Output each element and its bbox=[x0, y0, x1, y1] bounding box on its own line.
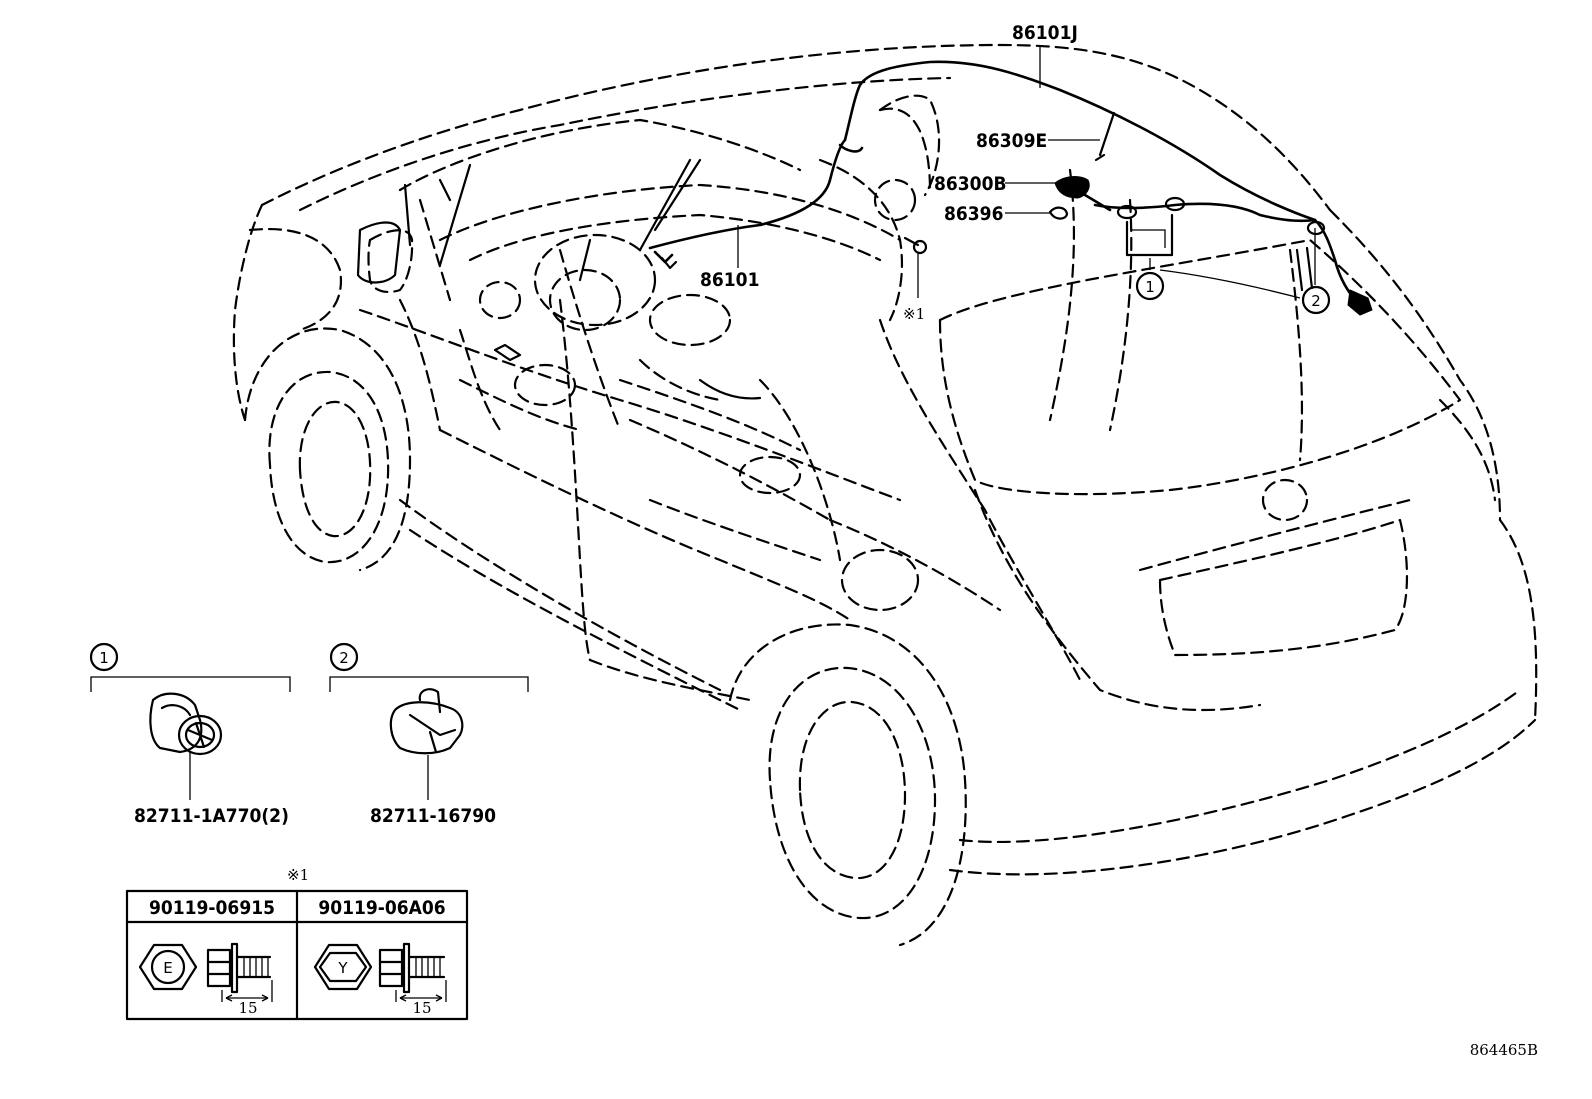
callout-2: 2 bbox=[1301, 285, 1331, 315]
callout-1: 1 bbox=[1135, 271, 1165, 301]
detail-2-clamp: 2 82711-16790 bbox=[329, 642, 529, 827]
cable-connector bbox=[1347, 289, 1373, 316]
bolt-1-part-number: 90119-06915 bbox=[149, 897, 275, 919]
detail-2-part-number: 82711-16790 bbox=[370, 805, 496, 827]
svg-text:2: 2 bbox=[339, 649, 349, 667]
antenna-pad bbox=[1048, 206, 1069, 220]
car-body-outline bbox=[232, 43, 1538, 947]
bolt-2-part-number: 90119-06A06 bbox=[318, 897, 445, 919]
bolt-1-head-mark: E bbox=[163, 959, 172, 977]
svg-text:1: 1 bbox=[1145, 278, 1155, 296]
label-86396: 86396 bbox=[944, 203, 1003, 225]
label-ref-note: ※1 bbox=[903, 305, 925, 323]
label-86309E: 86309E bbox=[976, 130, 1047, 152]
leader-lines bbox=[737, 47, 1316, 299]
label-86300B: 86300B bbox=[934, 173, 1007, 195]
diagram-code: 864465B bbox=[1470, 1041, 1538, 1059]
bolt-2-head-mark: Y bbox=[337, 959, 348, 977]
bolt-1-drawing: E 15 bbox=[138, 942, 273, 1017]
interior-solid-lines bbox=[356, 158, 762, 400]
detail-1-clamp: 1 82711-1A770(2) bbox=[89, 642, 291, 827]
bolt-2-length: 15 bbox=[412, 999, 431, 1017]
svg-text:2: 2 bbox=[1311, 292, 1321, 310]
label-86101: 86101 bbox=[700, 269, 759, 291]
svg-text:1: 1 bbox=[99, 649, 109, 667]
label-86101J: 86101J bbox=[1012, 22, 1078, 44]
bolt-table: ※1 90119-06915 90119-06A06 E 15 Y bbox=[125, 866, 469, 1021]
bolt-table-note: ※1 bbox=[287, 866, 309, 884]
bolt-1-length: 15 bbox=[238, 999, 257, 1017]
bolt-2-drawing: Y 15 bbox=[313, 942, 447, 1017]
part-labels: 86101J 86309E 86300B 86396 86101 ※1 bbox=[700, 22, 1078, 323]
detail-1-part-number: 82711-1A770(2) bbox=[134, 805, 289, 827]
antenna-rod bbox=[1098, 111, 1116, 157]
antenna-components bbox=[660, 111, 1373, 316]
antenna-base bbox=[1054, 176, 1090, 199]
